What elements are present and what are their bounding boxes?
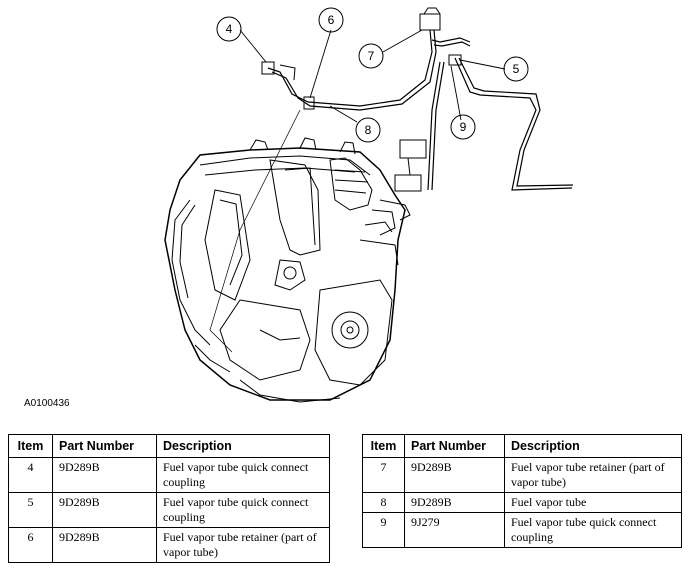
cell-part-number: 9J279 bbox=[404, 512, 505, 548]
engine-illustration bbox=[164, 137, 411, 403]
cell-part-number: 9D289B bbox=[404, 492, 505, 513]
table-row: 5 9D289B Fuel vapor tube quick connect c… bbox=[8, 492, 330, 528]
cell-description: Fuel vapor tube retainer (part of vapor … bbox=[156, 527, 330, 563]
cell-item: 4 bbox=[8, 457, 53, 493]
cell-part-number: 9D289B bbox=[52, 527, 157, 563]
figure-code: A0100436 bbox=[24, 398, 70, 409]
header-description: Description bbox=[504, 434, 682, 458]
fuel-vapor-tube bbox=[267, 29, 574, 191]
callout-number: 9 bbox=[460, 120, 467, 134]
cell-description: Fuel vapor tube quick connect coupling bbox=[156, 457, 330, 493]
table-header-row: Item Part Number Description bbox=[8, 434, 330, 458]
cell-item: 5 bbox=[8, 492, 53, 528]
header-item: Item bbox=[8, 434, 53, 458]
cell-description: Fuel vapor tube retainer (part of vapor … bbox=[504, 457, 682, 493]
cell-part-number: 9D289B bbox=[404, 457, 505, 493]
vapor-tube-retainer-7 bbox=[419, 7, 441, 31]
cell-part-number: 9D289B bbox=[52, 457, 157, 493]
cell-description: Fuel vapor tube quick connect coupling bbox=[504, 512, 682, 548]
table-header-row: Item Part Number Description bbox=[362, 434, 682, 458]
table-row: 7 9D289B Fuel vapor tube retainer (part … bbox=[362, 457, 682, 493]
header-part-number: Part Number bbox=[404, 434, 505, 458]
header-description: Description bbox=[156, 434, 330, 458]
callout-number: 6 bbox=[328, 13, 335, 27]
parts-table-left: Item Part Number Description 4 9D289B Fu… bbox=[8, 434, 330, 563]
cell-part-number: 9D289B bbox=[52, 492, 157, 528]
table-row: 8 9D289B Fuel vapor tube bbox=[362, 492, 682, 513]
table-row: 9 9J279 Fuel vapor tube quick connect co… bbox=[362, 512, 682, 548]
cell-description: Fuel vapor tube bbox=[504, 492, 682, 513]
cell-item: 6 bbox=[8, 527, 53, 563]
parts-table-right: Item Part Number Description 7 9D289B Fu… bbox=[362, 434, 682, 548]
header-part-number: Part Number bbox=[52, 434, 157, 458]
cell-item: 9 bbox=[362, 512, 405, 548]
engine-fuel-vapor-diagram: 4 6 7 5 9 8 bbox=[164, 7, 574, 403]
header-item: Item bbox=[362, 434, 405, 458]
quick-connect-coupling-5 bbox=[448, 54, 462, 66]
callout-number: 8 bbox=[365, 123, 372, 137]
quick-connect-coupling-4 bbox=[261, 61, 296, 81]
callout-number: 7 bbox=[368, 49, 375, 63]
table-row: 4 9D289B Fuel vapor tube quick connect c… bbox=[8, 457, 330, 493]
callout-number: 5 bbox=[513, 62, 520, 76]
quick-connect-coupling-9 bbox=[394, 139, 427, 192]
cell-description: Fuel vapor tube quick connect coupling bbox=[156, 492, 330, 528]
callout-number: 4 bbox=[226, 22, 233, 36]
cell-item: 8 bbox=[362, 492, 405, 513]
callout-leaders bbox=[209, 29, 506, 353]
vapor-tube-retainer-6 bbox=[303, 96, 315, 110]
table-row: 6 9D289B Fuel vapor tube retainer (part … bbox=[8, 527, 330, 563]
cell-item: 7 bbox=[362, 457, 405, 493]
